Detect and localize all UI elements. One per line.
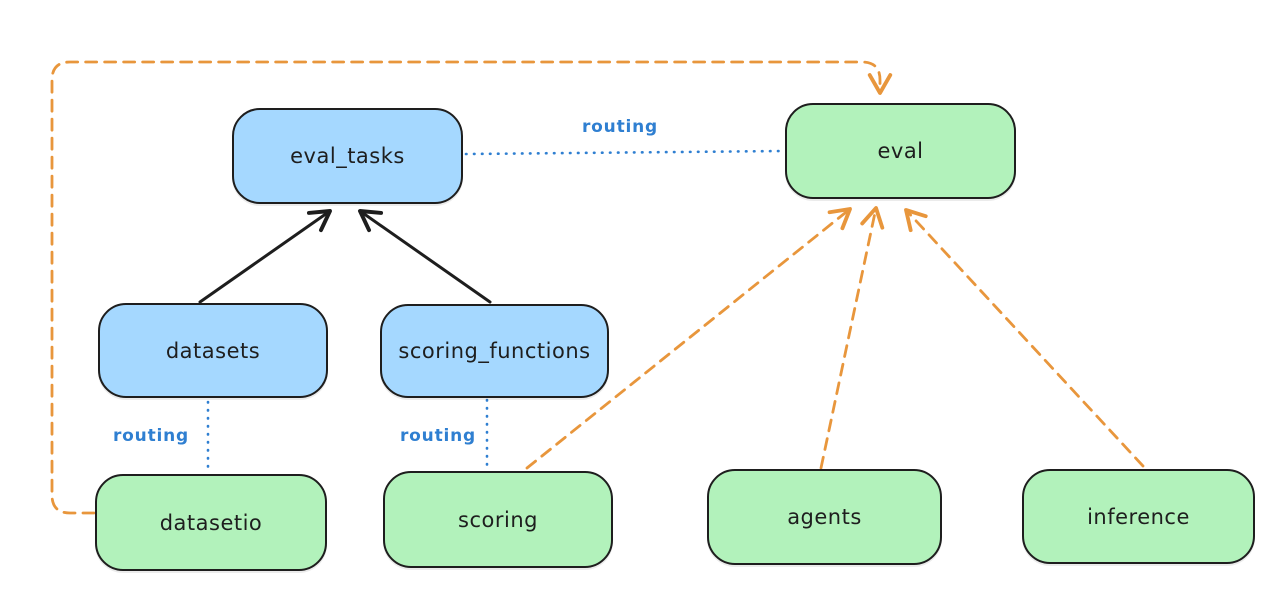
node-scoring-label: scoring xyxy=(458,507,538,532)
node-agents: agents xyxy=(707,469,942,565)
edge-eval-tasks-to-eval-routing xyxy=(464,149,784,156)
node-datasets: datasets xyxy=(98,303,328,398)
edge-scoring-to-eval xyxy=(525,207,852,470)
edge-label-routing-scoring: routing xyxy=(400,426,476,446)
node-scoring: scoring xyxy=(383,471,613,568)
edge-agents-to-eval xyxy=(819,206,885,470)
node-datasets-label: datasets xyxy=(165,338,261,363)
node-agents-label: agents xyxy=(787,505,862,529)
node-scoring-functions: scoring_functions xyxy=(380,304,609,398)
node-eval-tasks-label: eval_tasks xyxy=(290,144,405,168)
edge-label-routing-datasets: routing xyxy=(113,426,189,446)
edge-datasets-to-eval-tasks xyxy=(198,209,332,304)
node-eval: eval xyxy=(785,103,1016,199)
node-eval-tasks: eval_tasks xyxy=(232,108,463,204)
node-inference-label: inference xyxy=(1087,504,1190,529)
edge-scoring-functions-to-eval-tasks xyxy=(358,209,492,304)
node-inference: inference xyxy=(1022,469,1255,564)
node-eval-label: eval xyxy=(877,139,924,163)
edge-label-routing-top: routing xyxy=(582,117,658,137)
node-datasetio-label: datasetio xyxy=(159,510,263,535)
edge-inference-to-eval xyxy=(904,208,1145,468)
edge-datasetio-to-eval xyxy=(50,60,893,515)
node-datasetio: datasetio xyxy=(95,474,327,571)
node-scoring-functions-label: scoring_functions xyxy=(398,339,591,363)
